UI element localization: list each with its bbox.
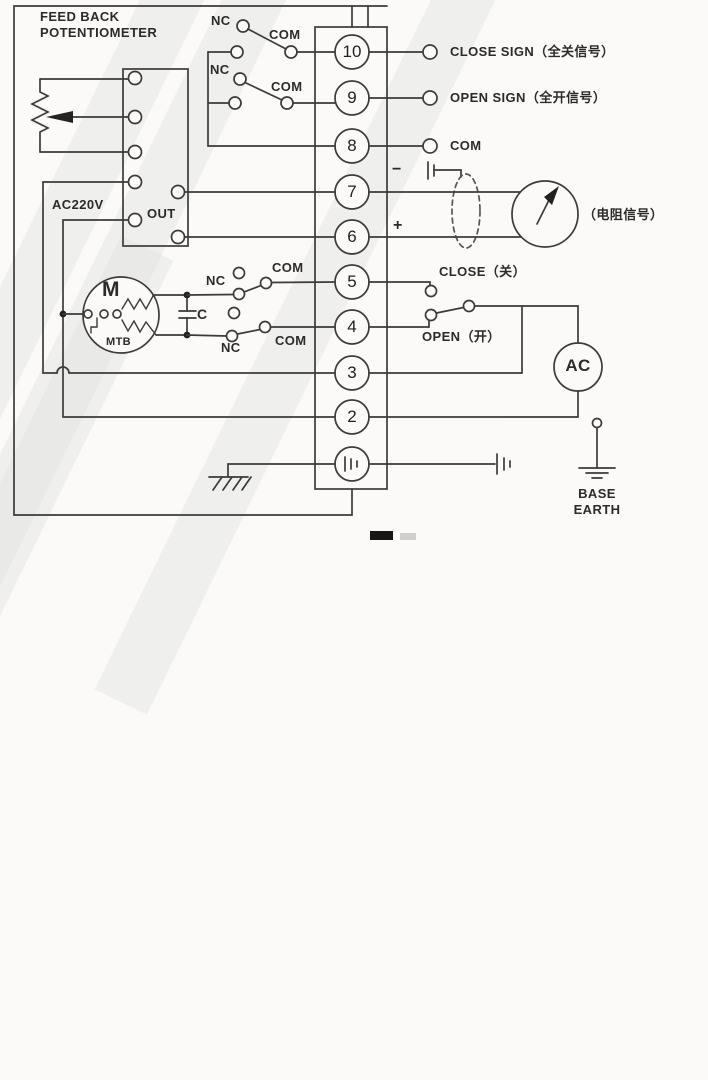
capacitor-label: C xyxy=(197,306,208,322)
terminal-6: 6 xyxy=(347,227,357,246)
close-sign-label: CLOSE SIGN（全关信号） xyxy=(450,44,615,59)
title-line2: POTENTIOMETER xyxy=(40,25,158,40)
base-earth-line2: EARTH xyxy=(573,502,621,517)
out-wires xyxy=(183,191,336,238)
base-earth xyxy=(578,417,616,479)
signal-shield xyxy=(427,161,481,249)
case-earth xyxy=(208,463,336,491)
out-label: OUT xyxy=(147,206,176,221)
nc-label-sw5: NC xyxy=(206,273,226,288)
thermal-protector-icon xyxy=(90,317,98,334)
terminal-3: 3 xyxy=(347,363,357,382)
resistance-signal-label: （电阻信号） xyxy=(583,207,664,222)
wiper-arrow-icon xyxy=(46,111,73,123)
motor-mtb-label: MTB xyxy=(106,336,132,348)
terminal-7: 7 xyxy=(347,182,357,201)
motor xyxy=(62,276,188,354)
control-unit xyxy=(122,68,189,247)
limit-switch-open-motor xyxy=(186,306,336,343)
ac220v-label: AC220V xyxy=(52,197,104,212)
com-label-sw5: COM xyxy=(272,260,304,275)
potentiometer xyxy=(30,78,129,153)
terminal-5: 5 xyxy=(347,272,357,291)
com-bus xyxy=(207,51,336,147)
com-output-label: COM xyxy=(450,138,482,153)
terminal-10: 10 xyxy=(342,42,362,61)
limit-switch-close-motor xyxy=(186,266,336,301)
wiring-diagram-page: { "colors": { "line": "#3b3b3b", "text":… xyxy=(0,0,664,1080)
caption-square xyxy=(370,531,393,540)
nc-label-sw9: NC xyxy=(210,62,230,77)
terminal-8: 8 xyxy=(347,136,357,155)
nc-label-sw4: NC xyxy=(221,340,241,355)
com-label-sw10: COM xyxy=(269,27,301,42)
enclosure-border xyxy=(13,5,388,516)
meter-needle-icon xyxy=(544,186,559,205)
minus-sign: − xyxy=(392,161,402,178)
actuator-wiring-diagram xyxy=(13,5,616,540)
open-sign-label: OPEN SIGN（全开信号） xyxy=(450,90,607,105)
plus-sign: + xyxy=(393,217,403,234)
limit-switch-close-sign xyxy=(207,19,336,59)
caption-mark xyxy=(400,533,416,540)
open-direction-label: OPEN（开） xyxy=(422,329,501,344)
motor-symbol: M xyxy=(102,278,120,301)
terminal-9: 9 xyxy=(347,88,357,107)
meter xyxy=(368,180,579,248)
base-earth-line1: BASE xyxy=(578,486,616,501)
output-terminals xyxy=(368,44,438,154)
com-label-sw4: COM xyxy=(275,333,307,348)
terminal-2: 2 xyxy=(347,407,357,426)
title-line1: FEED BACK xyxy=(40,9,120,24)
ac-source xyxy=(368,342,603,418)
capacitor xyxy=(178,291,197,339)
earth-tap-right xyxy=(368,453,511,475)
terminal-4: 4 xyxy=(347,317,357,336)
nc-label-sw10: NC xyxy=(211,13,231,28)
limit-switch-open-sign xyxy=(207,72,336,110)
close-direction-label: CLOSE（关） xyxy=(439,264,526,279)
ac220v-wires xyxy=(42,181,336,418)
selector-switch xyxy=(368,281,579,374)
ground-terminal-icon xyxy=(344,456,358,472)
ac-source-label: AC xyxy=(565,356,591,375)
com-label-sw9: COM xyxy=(271,79,303,94)
